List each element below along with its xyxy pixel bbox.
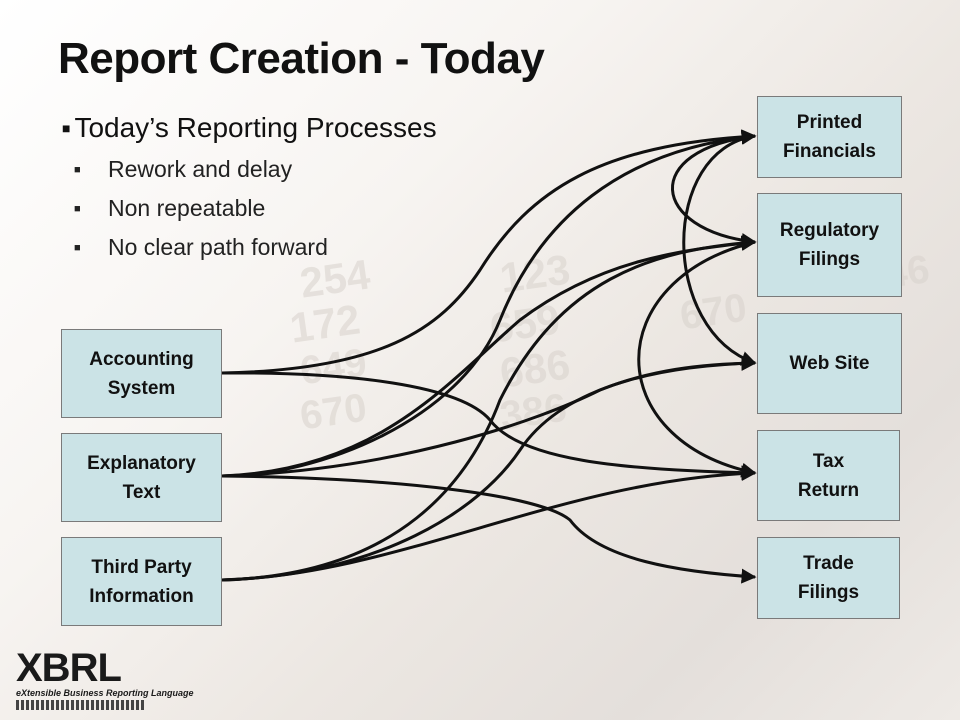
connector-printed-regulatory (671, 134, 757, 248)
box-label-line2: System (107, 377, 176, 399)
connector-thirdparty-tax (221, 465, 757, 582)
logo-tagline: eXtensible Business Reporting Language (16, 688, 194, 698)
bullet-item-text: Non repeatable (108, 195, 266, 221)
box-label-line1: Accounting (89, 348, 194, 370)
bullet-item: ■ Rework and delay (62, 150, 437, 189)
connector-printed-web (682, 134, 757, 366)
box-label-line2: Financials (783, 141, 876, 162)
connector-thirdparty-web (221, 355, 757, 582)
page-title: Report Creation - Today (58, 34, 545, 83)
bullet-list: ■ Today’s Reporting Processes ■ Rework a… (62, 112, 437, 267)
logo-mark: XBRL (16, 646, 122, 690)
bullet-item-text: No clear path forward (108, 234, 328, 260)
connector-thirdparty-regulatory (221, 235, 757, 582)
connector-accounting-tax (221, 371, 757, 481)
bullet-item-text: Rework and delay (108, 156, 293, 182)
box-label-line1: Printed (796, 112, 863, 133)
box-label-line2: Filings (797, 582, 860, 603)
connector-explanatory-regulatory (221, 235, 757, 478)
box-label-line1: Explanatory (87, 452, 196, 474)
box-label-line2: Information (89, 585, 194, 607)
output-web-site: Web Site (757, 313, 902, 414)
connector-accounting-printed (221, 129, 757, 375)
square-bullet-icon: ■ (62, 120, 71, 136)
box-label-line1: Regulatory (779, 220, 880, 241)
square-bullet-icon: ■ (74, 163, 81, 176)
logo-bars (16, 700, 144, 710)
connector-explanatory-trade (221, 474, 757, 584)
box-label-line1: Web Site (789, 353, 870, 374)
bullet-item: ■ Non repeatable (62, 189, 437, 228)
bullet-item: ■ No clear path forward (62, 228, 437, 267)
box-label-line1: Tax (812, 450, 845, 472)
box-label-line2: Return (797, 479, 860, 501)
square-bullet-icon: ■ (74, 202, 81, 215)
bullet-heading: ■ Today’s Reporting Processes (62, 112, 437, 144)
xbrl-logo: XBRL eXtensible Business Reporting Langu… (16, 646, 194, 714)
box-label-line2: Filings (798, 249, 861, 270)
box-label-line1: Third Party (91, 556, 192, 578)
bullet-heading-text: Today’s Reporting Processes (74, 112, 437, 143)
connector-regulatory-tax (637, 240, 757, 478)
box-label-line1: Trade (803, 553, 854, 574)
square-bullet-icon: ■ (74, 241, 81, 254)
box-label-line2: Text (122, 481, 161, 503)
